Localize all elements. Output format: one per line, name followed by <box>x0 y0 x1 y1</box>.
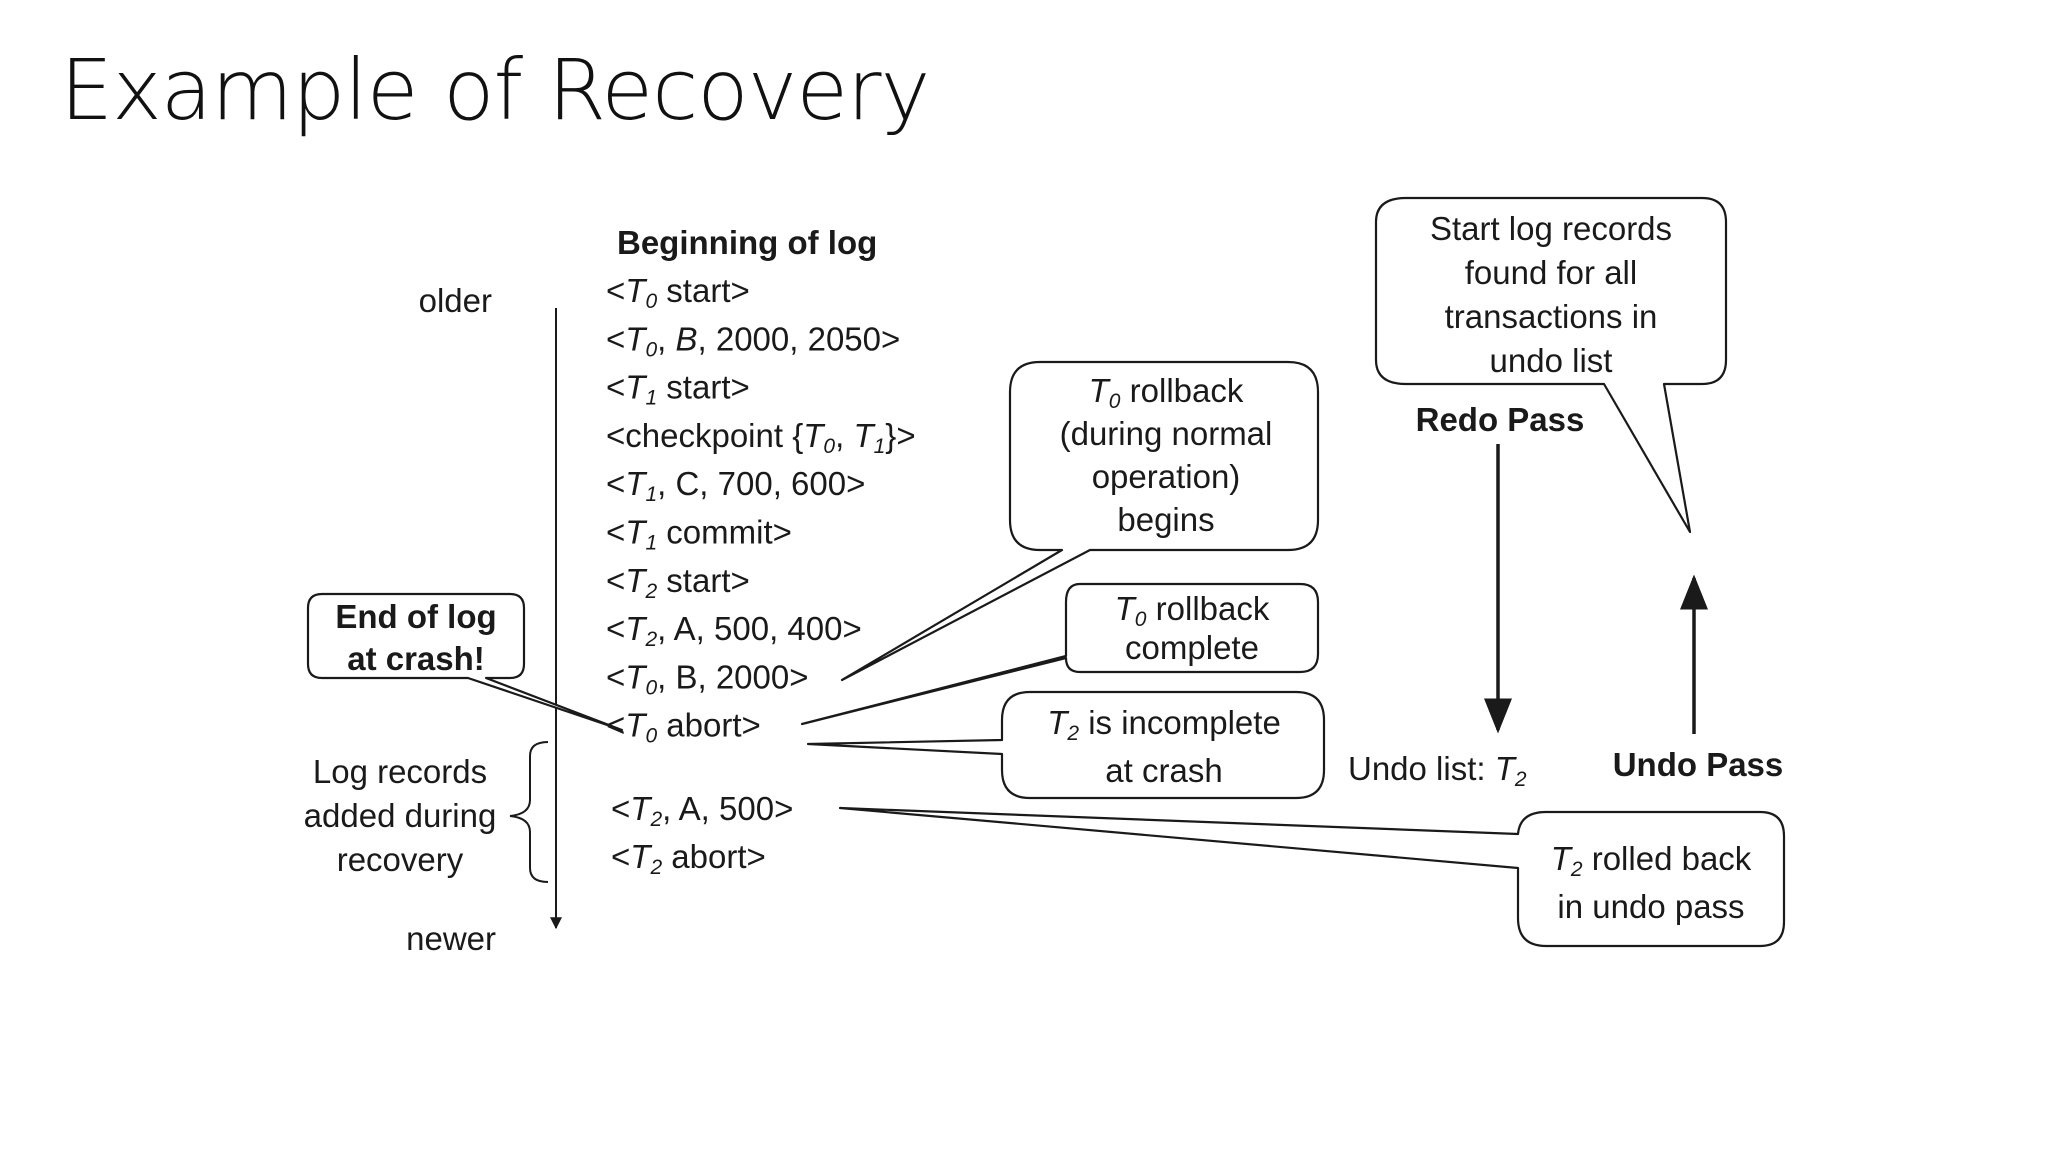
older-label: older <box>419 282 492 319</box>
log-entry: <T0 abort> <box>606 707 761 748</box>
redo-pass-label: Redo Pass <box>1416 401 1585 438</box>
log-entry: <T1 commit> <box>606 514 792 555</box>
recovery-log-entry: <T2 abort> <box>611 838 766 879</box>
recovery-log-entries: <T2, A, 500> <T2 abort> <box>611 790 793 879</box>
log-entries: <T0 start> <T0, B, 2000, 2050> <T1 start> <… <box>606 272 916 748</box>
log-entry: <checkpoint {T0, T1}> <box>606 417 916 458</box>
undo-list-label: Undo list: T2 <box>1348 750 1527 791</box>
log-entry: <T1 start> <box>606 369 750 410</box>
log-entry: <T0, B, 2000> <box>606 658 809 699</box>
log-entry: <T0 start> <box>606 272 750 313</box>
recovery-brace <box>509 741 549 883</box>
newer-label: newer <box>406 920 496 957</box>
log-entry: <T2, A, 500, 400> <box>606 610 862 651</box>
log-entry: <T1, C, 700, 600> <box>606 465 865 506</box>
log-entry: <T2 start> <box>606 562 750 603</box>
recovery-log-entry: <T2, A, 500> <box>611 790 793 831</box>
log-heading: Beginning of log <box>617 224 877 261</box>
log-entry: <T0, B, 2000, 2050> <box>606 320 900 361</box>
slide-title: Example of Recovery <box>60 41 930 139</box>
undo-pass-label: Undo Pass <box>1613 746 1784 783</box>
